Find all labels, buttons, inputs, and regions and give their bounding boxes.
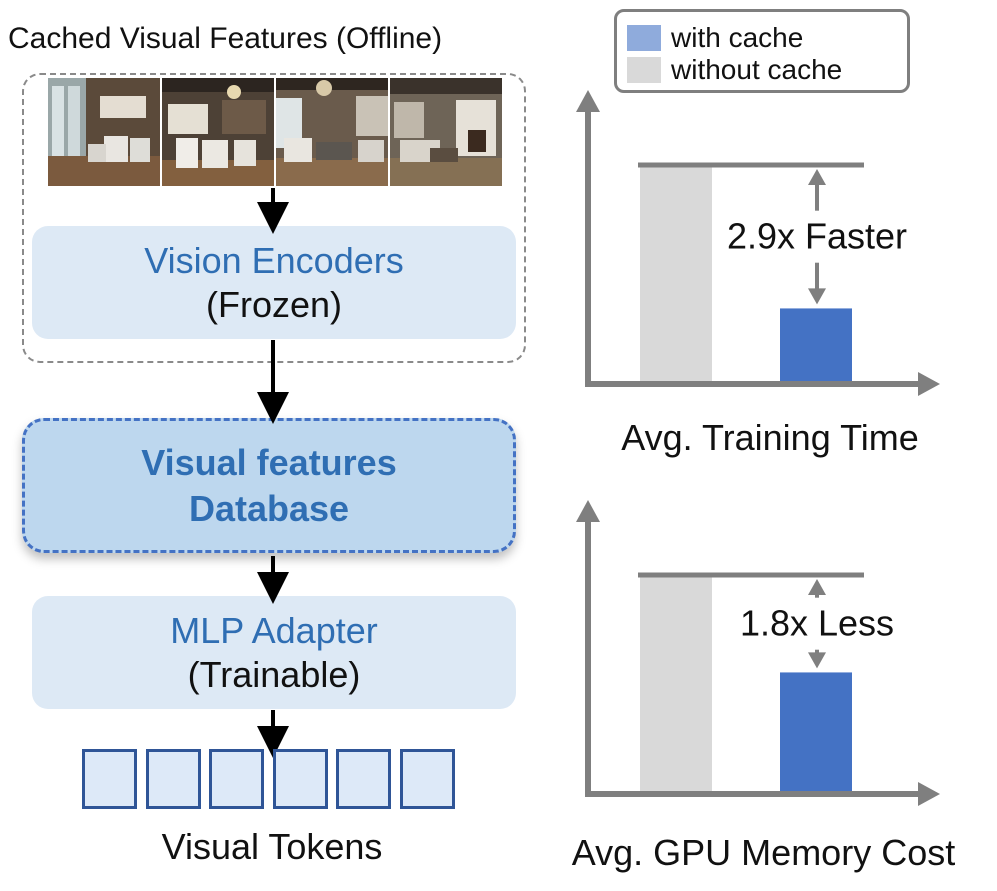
mlp-adapter-label: MLP Adapter xyxy=(170,609,378,651)
visual-tokens-label: Visual Tokens xyxy=(161,826,383,867)
offline-title: Cached Visual Features (Offline) xyxy=(8,22,443,55)
legend-swatch-with-cache xyxy=(627,25,661,51)
x-axis-arrowhead xyxy=(918,782,940,806)
legend: with cache without cache xyxy=(614,9,910,93)
gpu-memory-chart-title: Avg. GPU Memory Cost xyxy=(571,832,956,873)
vision-encoders-block: Vision Encoders (Frozen) xyxy=(32,226,516,339)
x-axis-arrowhead xyxy=(918,372,940,396)
legend-label-without-cache: without cache xyxy=(671,54,843,85)
legend-item-without-cache: without cache xyxy=(627,54,842,86)
legend-swatch-without-cache xyxy=(627,57,661,83)
room-image-2 xyxy=(162,78,274,186)
vision-encoders-status: (Frozen) xyxy=(205,283,343,325)
visual-token xyxy=(336,749,391,809)
mlp-adapter-status: (Trainable) xyxy=(187,653,361,695)
gpu-memory-chart: 1.8x Less xyxy=(576,500,940,806)
bar-with-cache xyxy=(780,672,852,791)
visual-token xyxy=(399,749,455,809)
annotation-arrowhead-top xyxy=(808,168,826,185)
room-image-4 xyxy=(390,78,502,186)
visual-features-database: Visual features Database xyxy=(22,418,516,553)
visual-token xyxy=(272,749,328,809)
visual-token xyxy=(82,749,137,809)
database-label-line1: Visual features xyxy=(141,441,397,483)
training-time-chart: 2.9x Faster xyxy=(576,90,940,396)
y-axis-arrowhead xyxy=(576,90,600,112)
room-image-1 xyxy=(48,78,160,186)
room-image-3 xyxy=(276,78,388,186)
mlp-adapter-block: MLP Adapter (Trainable) xyxy=(32,596,516,709)
bar-without-cache xyxy=(640,164,712,381)
vision-encoders-label: Vision Encoders xyxy=(144,239,404,281)
bar-without-cache xyxy=(640,574,712,791)
y-axis-arrowhead xyxy=(576,500,600,522)
legend-label-with-cache: with cache xyxy=(671,22,804,53)
annotation-arrowhead-top xyxy=(808,578,826,595)
visual-token xyxy=(209,749,264,809)
annotation-label: 1.8x Less xyxy=(740,603,894,644)
annotation-arrowhead-bottom xyxy=(808,652,826,669)
annotation-arrowhead-bottom xyxy=(808,288,826,305)
database-label-line2: Database xyxy=(188,487,350,529)
bar-with-cache xyxy=(780,308,852,381)
legend-item-with-cache: with cache xyxy=(627,22,803,54)
training-time-chart-title: Avg. Training Time xyxy=(621,417,919,458)
annotation-label: 2.9x Faster xyxy=(727,216,907,257)
visual-token xyxy=(145,749,201,809)
